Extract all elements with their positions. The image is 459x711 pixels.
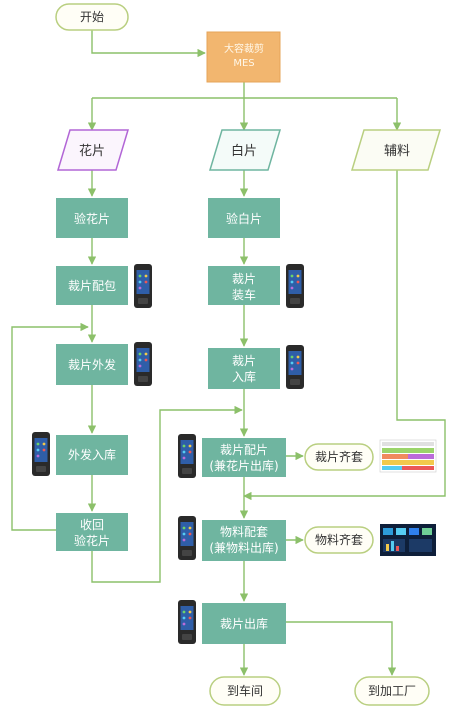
check-flower-label: 验花片 (74, 211, 110, 226)
cut-out-store-label: 裁片出库 (220, 616, 268, 631)
edges (11, 30, 446, 676)
check-white-node: 验白片 (208, 198, 280, 238)
edge-out-factory (286, 621, 397, 676)
handheld-scanner-icon (178, 516, 196, 560)
check-white-label: 验白片 (226, 211, 262, 226)
cut-store-label-line2: 入库 (232, 369, 256, 384)
to-workshop-label: 到车间 (227, 683, 263, 698)
cut-match-label-line1: 裁片配片 (220, 443, 268, 457)
white-node: 白片 (208, 129, 282, 171)
cut-kit-label: 裁片齐套 (315, 449, 363, 464)
flower-node: 花片 (56, 129, 130, 171)
edge-recheck-match (91, 405, 243, 583)
cut-load-label-line2: 装车 (232, 287, 256, 302)
edge-start-mes (91, 30, 206, 58)
out-in-node: 外发入库 (56, 435, 128, 475)
to-factory-node: 到加工厂 (354, 676, 430, 706)
out-in-label: 外发入库 (68, 447, 116, 462)
handheld-scanner-icon (32, 432, 50, 476)
mat-match-label-line1: 物料配套 (220, 525, 268, 539)
mat-kit-label: 物料齐套 (315, 532, 363, 547)
mes-label-line1: 大容裁剪 (224, 42, 264, 55)
cut-out-node: 裁片外发 (56, 344, 128, 385)
aux-label: 辅料 (384, 144, 410, 159)
cut-match-label-line2: (兼花片出库) (209, 458, 278, 473)
flower-label: 花片 (79, 143, 105, 159)
mat-match-label-line2: (兼物料出库) (209, 540, 278, 555)
handheld-scanner-icon (286, 345, 304, 389)
mes-node: 大容裁剪 MES (206, 31, 281, 83)
mes-label-line2: MES (233, 58, 254, 69)
edge-aux-path (243, 170, 446, 501)
cut-out-store-node: 裁片出库 (202, 603, 286, 644)
white-label: 白片 (231, 143, 257, 159)
handheld-scanner-icon (178, 600, 196, 644)
recheck-label-line2: 验花片 (74, 533, 110, 548)
cut-pack-node: 裁片配包 (56, 266, 128, 305)
mat-match-node: 物料配套 (兼物料出库) (202, 520, 286, 561)
check-flower-node: 验花片 (56, 198, 128, 238)
mat-kit-node: 物料齐套 (304, 526, 374, 554)
cut-load-label-line1: 裁片 (232, 272, 256, 286)
cut-store-node: 裁片 入库 (208, 348, 280, 389)
recheck-label-line1: 收回 (80, 518, 104, 532)
to-workshop-node: 到车间 (209, 676, 281, 706)
handheld-scanner-icon (286, 264, 304, 308)
cut-kit-node: 裁片齐套 (304, 443, 374, 471)
cut-store-label-line1: 裁片 (232, 354, 256, 368)
dashboard-thumbnail-icon (380, 524, 436, 556)
aux-node: 辅料 (350, 129, 442, 171)
cut-out-label: 裁片外发 (68, 357, 116, 372)
recheck-node: 收回 验花片 (56, 513, 128, 551)
dashboard-thumbnail-icon (379, 439, 437, 473)
cut-load-node: 裁片 装车 (208, 266, 280, 305)
edge-loop-back (11, 322, 89, 531)
start-label: 开始 (80, 10, 104, 24)
to-factory-label: 到加工厂 (368, 684, 416, 698)
handheld-scanner-icon (178, 434, 196, 478)
handheld-scanner-icon (134, 342, 152, 386)
cut-pack-label: 裁片配包 (68, 279, 116, 293)
cut-match-node: 裁片配片 (兼花片出库) (202, 438, 286, 477)
start-node: 开始 (55, 3, 129, 31)
handheld-scanner-icon (134, 264, 152, 308)
